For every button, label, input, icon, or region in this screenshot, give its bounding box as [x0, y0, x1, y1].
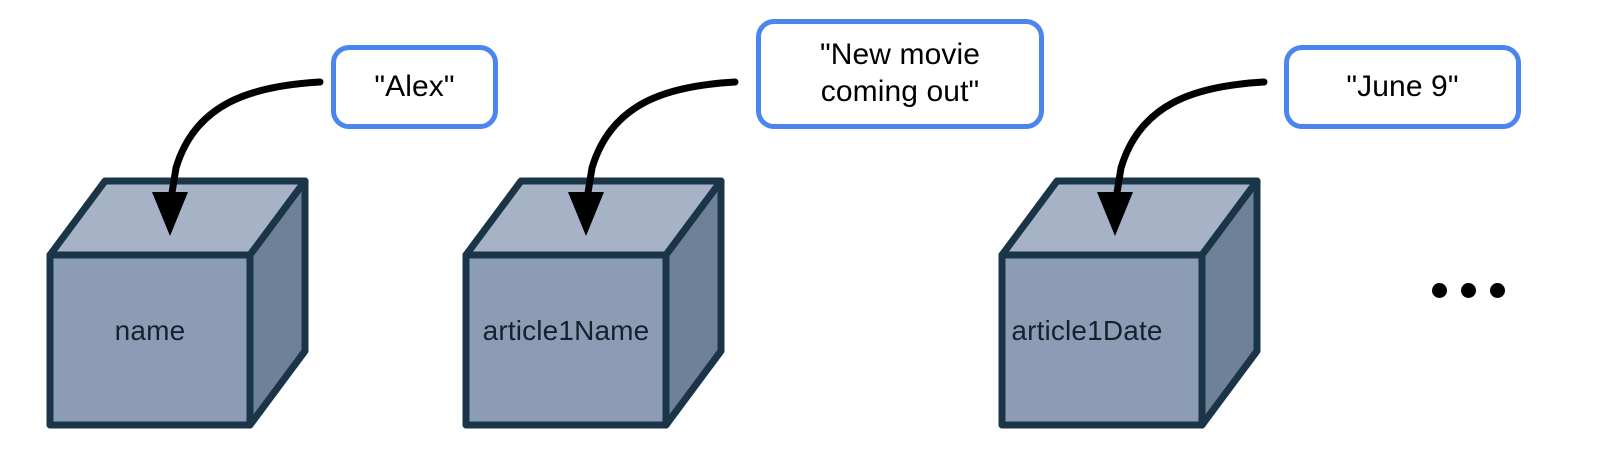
arrow-to-article1date [1097, 78, 1268, 236]
ellipsis-dot [1461, 283, 1476, 298]
callout-june-9[interactable]: "June 9" [1284, 45, 1521, 129]
ellipsis-dot [1432, 283, 1447, 298]
more-indicator-ellipsis [1432, 283, 1505, 298]
arrow-to-name [152, 78, 324, 236]
arrow-to-article1name [568, 78, 739, 236]
ellipsis-dot [1490, 283, 1505, 298]
callout-alex[interactable]: "Alex" [331, 45, 498, 129]
callout-new-movie[interactable]: "New movie coming out" [756, 19, 1044, 129]
